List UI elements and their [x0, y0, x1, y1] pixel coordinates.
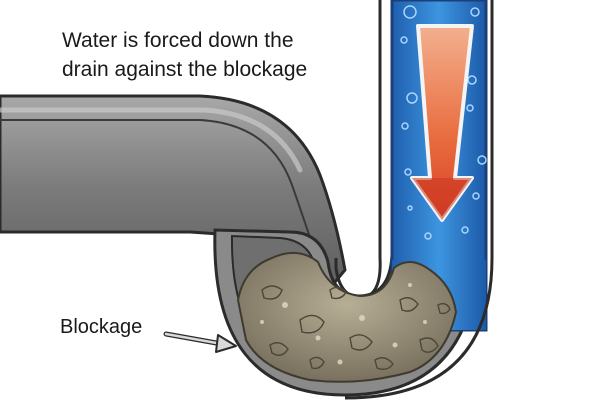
blockage-debris — [236, 251, 458, 383]
vertical-pipe-right-edge — [344, 0, 494, 400]
blockage-specks — [260, 283, 427, 365]
blockage-pointer-arrow — [163, 331, 237, 353]
caption-line-2: drain against the blockage — [62, 58, 308, 81]
flow-arrow-shade — [412, 178, 472, 220]
pipe-highlight — [0, 107, 303, 173]
water-bubbles — [400, 5, 487, 240]
caption-line-1: Water is forced down the — [62, 29, 294, 52]
blockage-texture — [261, 285, 451, 371]
diagram-caption: Water is forced down the drain against t… — [62, 26, 362, 84]
blockage-label: Blockage — [60, 316, 143, 338]
